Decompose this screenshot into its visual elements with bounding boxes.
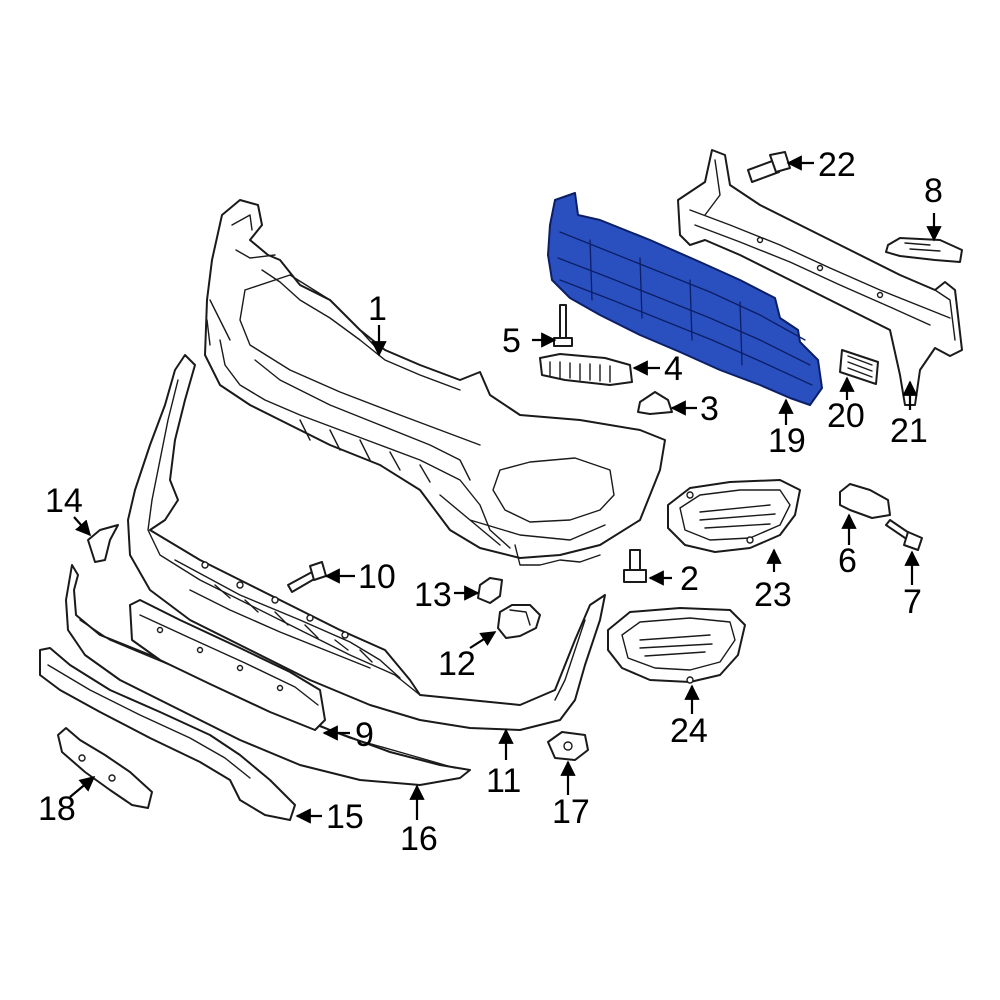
part-22-bolt[interactable] <box>747 151 791 183</box>
part-12-bracket[interactable] <box>497 604 541 639</box>
callout-19: 19 <box>768 422 806 460</box>
callout-18: 18 <box>38 790 76 828</box>
leader-lines <box>69 155 942 824</box>
callout-7: 7 <box>903 583 922 621</box>
callout-2: 2 <box>680 560 699 598</box>
part-8-bracket[interactable] <box>885 237 963 263</box>
callout-21: 21 <box>890 412 928 450</box>
part-6-bracket[interactable] <box>839 483 891 519</box>
callout-11: 11 <box>486 762 521 800</box>
callout-1: 1 <box>368 290 387 328</box>
callout-4: 4 <box>664 350 683 388</box>
part-3-clip[interactable] <box>637 391 673 415</box>
part-9-lower-grille[interactable] <box>129 599 326 731</box>
callout-24: 24 <box>670 712 708 750</box>
part-4-reflector[interactable] <box>539 353 633 386</box>
part-5-push-pin[interactable] <box>553 304 573 347</box>
part-24-fog-bezel[interactable] <box>607 607 746 684</box>
callout-8: 8 <box>924 172 943 210</box>
part-23-fog-bezel[interactable] <box>667 479 801 553</box>
callout-5: 5 <box>502 322 521 360</box>
part-10-bolt[interactable] <box>287 561 327 593</box>
part-15-lower-trim[interactable] <box>39 647 296 821</box>
callout-13: 13 <box>414 576 452 614</box>
callout-3: 3 <box>700 390 719 428</box>
callout-6: 6 <box>838 542 857 580</box>
part-21-reinforcement[interactable] <box>677 149 963 406</box>
part-19-energy-absorber[interactable] <box>547 192 823 406</box>
callout-22: 22 <box>818 146 856 184</box>
part-11-lower-bumper[interactable] <box>127 354 606 731</box>
part-14-clip[interactable] <box>87 524 119 563</box>
callout-20: 20 <box>827 397 865 435</box>
part-17-nut[interactable] <box>547 731 589 761</box>
callout-9: 9 <box>355 716 374 754</box>
part-20-bracket[interactable] <box>839 349 879 385</box>
callout-14: 14 <box>45 482 83 520</box>
callout-23: 23 <box>754 576 792 614</box>
part-2-screw[interactable] <box>623 549 647 583</box>
callout-10: 10 <box>358 558 396 596</box>
callout-16: 16 <box>400 820 438 858</box>
part-7-bolt[interactable] <box>885 519 923 551</box>
part-13-clip[interactable] <box>477 577 503 604</box>
callout-17: 17 <box>552 793 590 831</box>
callout-labels: 1 2 3 4 5 6 7 8 9 10 11 12 13 14 15 16 1… <box>38 146 943 858</box>
part-18-bracket[interactable] <box>57 727 153 809</box>
callout-12: 12 <box>438 645 476 683</box>
callout-15: 15 <box>326 798 364 836</box>
part-1-bumper-cover[interactable] <box>204 199 666 566</box>
